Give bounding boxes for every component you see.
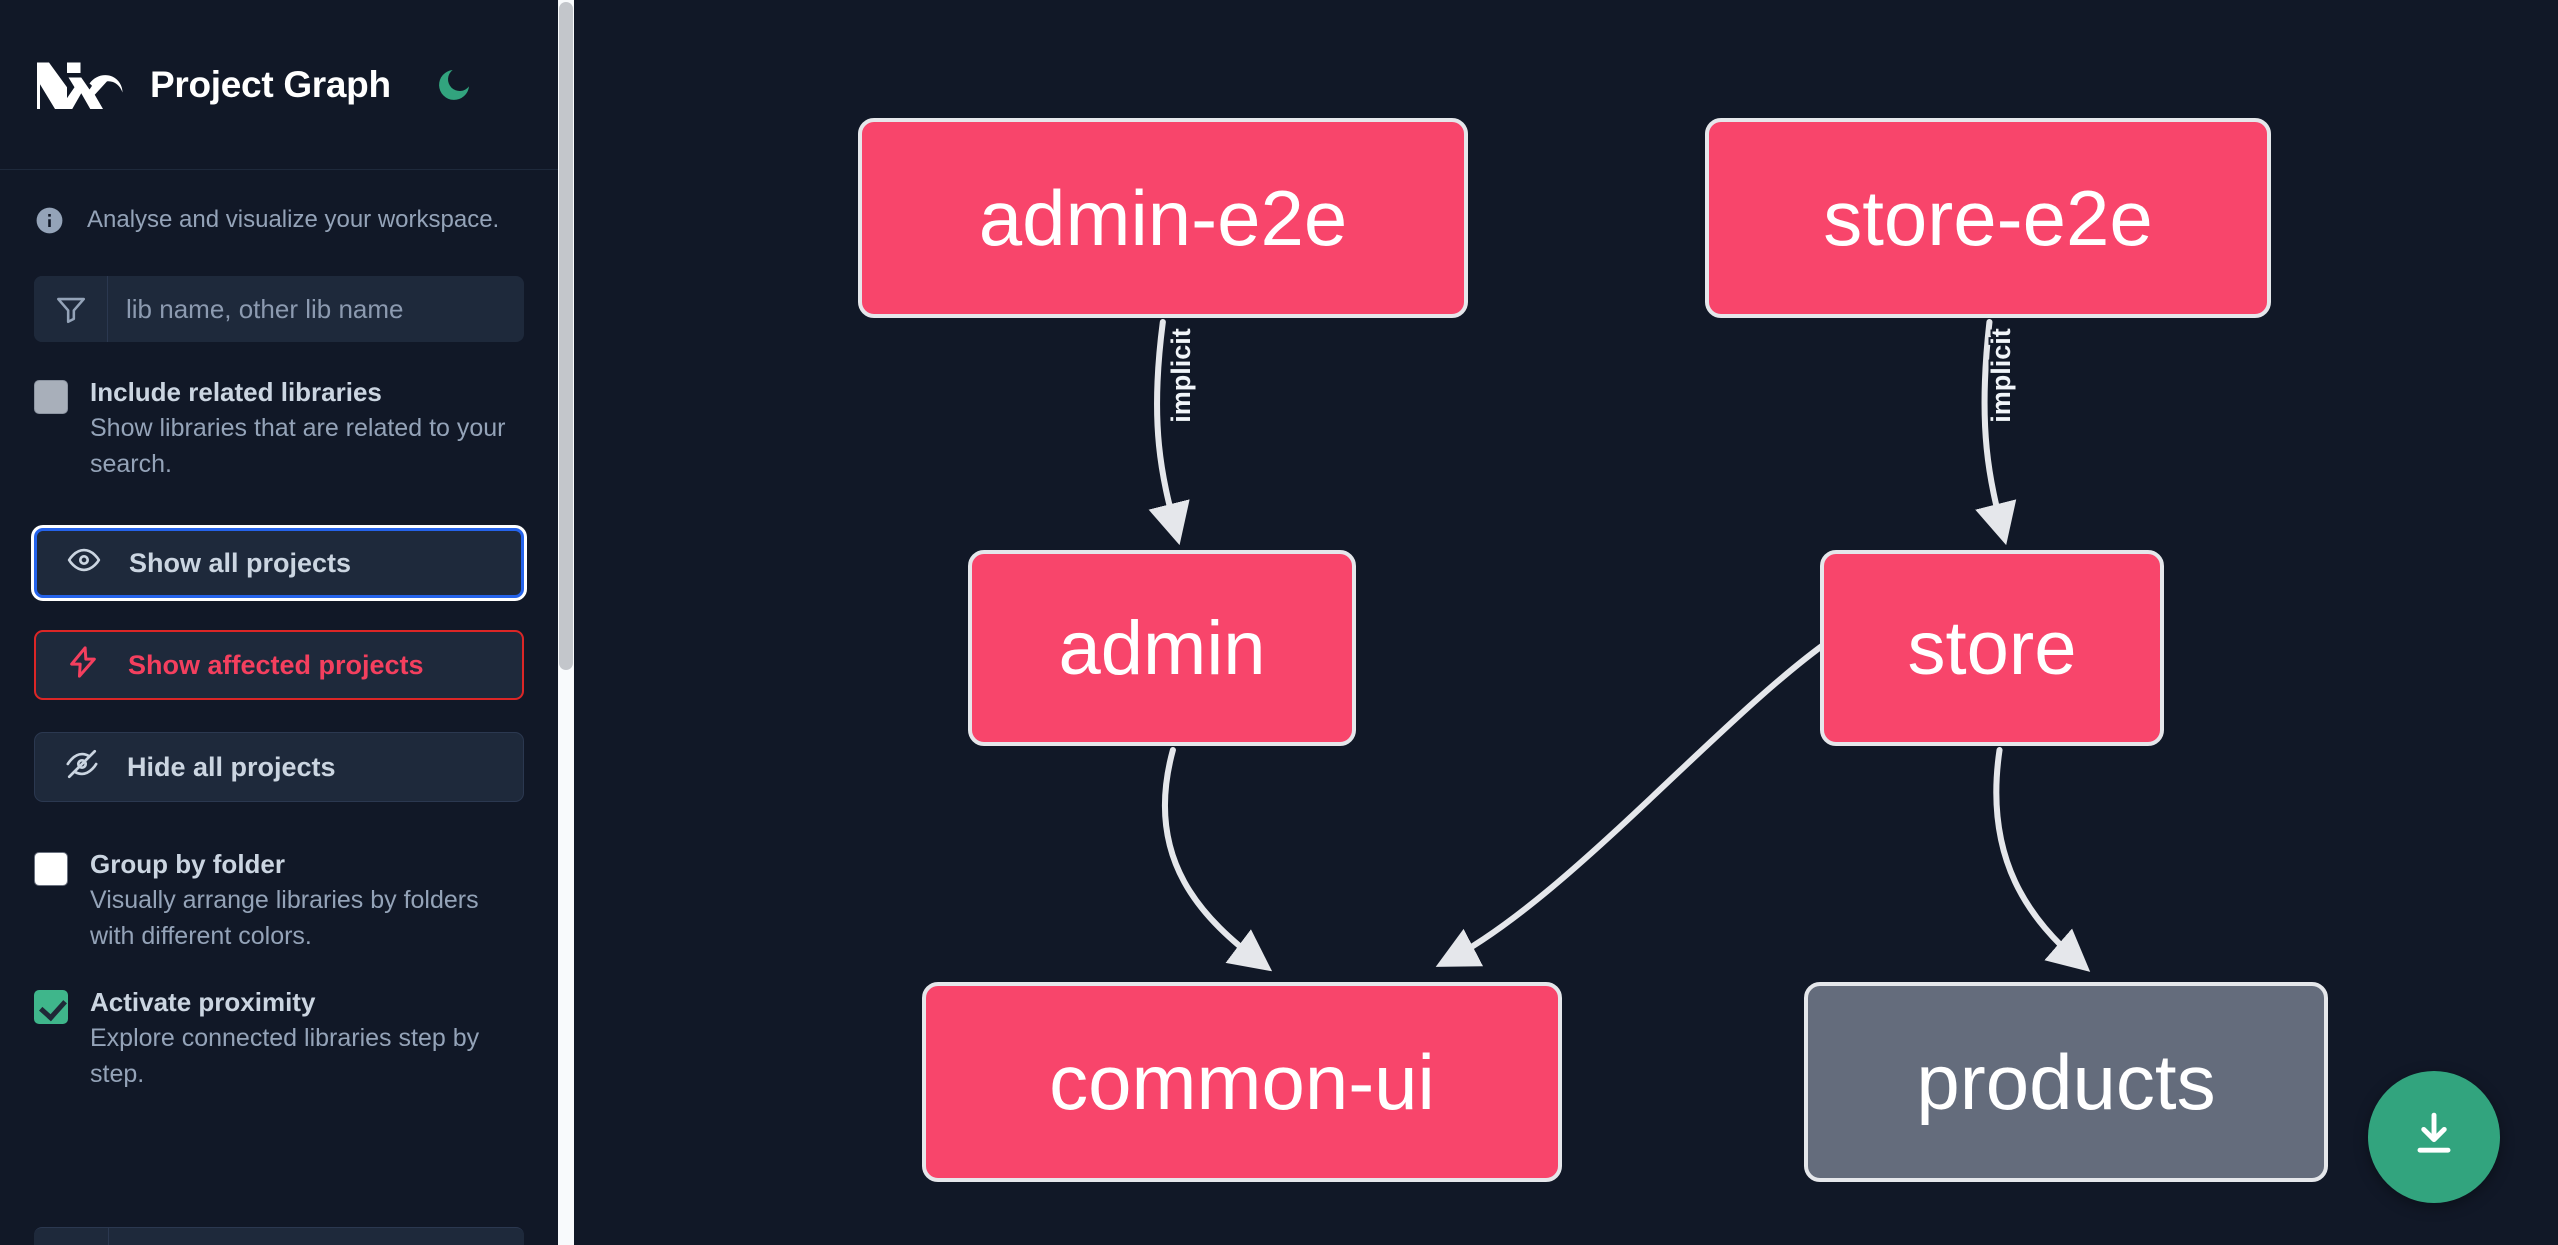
edge-store-products (1993, 747, 2091, 972)
edge-store-e2e-store (1975, 319, 2017, 546)
button-label: Show all projects (129, 547, 352, 578)
option-group-by-folder[interactable]: Group by folder Visually arrange librari… (0, 846, 558, 954)
graph-node-common-ui[interactable]: common-ui (922, 982, 1562, 1182)
option-description: Explore connected libraries step by step… (90, 1024, 480, 1088)
graph-node-products[interactable]: products (1804, 982, 2328, 1182)
option-description: Show libraries that are related to your … (90, 414, 506, 478)
filter-funnel-icon (34, 276, 108, 343)
edge-admin-common-ui (1161, 747, 1273, 972)
sidebar-scrollbar-thumb[interactable] (559, 2, 573, 670)
sidebar: Project Graph Analyse and visualize your… (0, 0, 558, 1245)
option-title: Activate proximity (90, 987, 316, 1018)
button-label: Hide all projects (127, 751, 336, 782)
button-label: Show affected projects (128, 649, 424, 680)
graph-edges (1148, 319, 2091, 972)
download-icon (2406, 1107, 2462, 1168)
edge-store-common-ui (1435, 637, 1834, 967)
info-text: Analyse and visualize your workspace. (87, 206, 500, 233)
option-title: Group by folder (90, 849, 285, 880)
show-affected-projects-button[interactable]: Show affected projects (34, 630, 524, 701)
projects-button-group: Show all projects Show affected projects (0, 528, 558, 803)
show-all-projects-button[interactable]: Show all projects (34, 528, 524, 599)
search-input[interactable] (108, 276, 524, 343)
proximity-stepper-field[interactable] (34, 1227, 524, 1245)
eye-off-icon (65, 747, 99, 788)
nx-logo-icon (34, 52, 124, 118)
info-banner: Analyse and visualize your workspace. (0, 170, 558, 236)
search-field[interactable] (34, 276, 524, 343)
graph-node-admin[interactable]: admin (968, 550, 1356, 746)
info-circle-icon (34, 205, 65, 236)
edge-admin-e2e-admin (1148, 319, 1190, 546)
option-title: Include related libraries (90, 377, 382, 408)
activate-proximity-checkbox[interactable] (34, 990, 68, 1025)
hide-all-projects-button[interactable]: Hide all projects (34, 732, 524, 803)
page-title: Project Graph (150, 63, 391, 105)
group-by-folder-checkbox[interactable] (34, 852, 68, 887)
include-related-libraries-checkbox[interactable] (34, 380, 68, 415)
graph-canvas[interactable]: implicit implicit admin-e2e store-e2e ad… (558, 0, 2558, 1245)
graph-node-store-e2e[interactable]: store-e2e (1705, 118, 2271, 318)
option-activate-proximity[interactable]: Activate proximity Explore connected lib… (0, 984, 558, 1092)
sidebar-header: Project Graph (0, 0, 558, 170)
moon-icon[interactable] (431, 62, 477, 108)
graph-node-store[interactable]: store (1820, 550, 2164, 746)
eye-icon (67, 543, 101, 584)
download-graph-button[interactable] (2368, 1071, 2500, 1203)
option-description: Visually arrange libraries by folders wi… (90, 886, 479, 950)
lightning-icon (66, 645, 100, 686)
graph-node-admin-e2e[interactable]: admin-e2e (858, 118, 1468, 318)
sidebar-scrollbar[interactable] (558, 0, 574, 1245)
option-include-related-libraries[interactable]: Include related libraries Show libraries… (0, 374, 558, 482)
